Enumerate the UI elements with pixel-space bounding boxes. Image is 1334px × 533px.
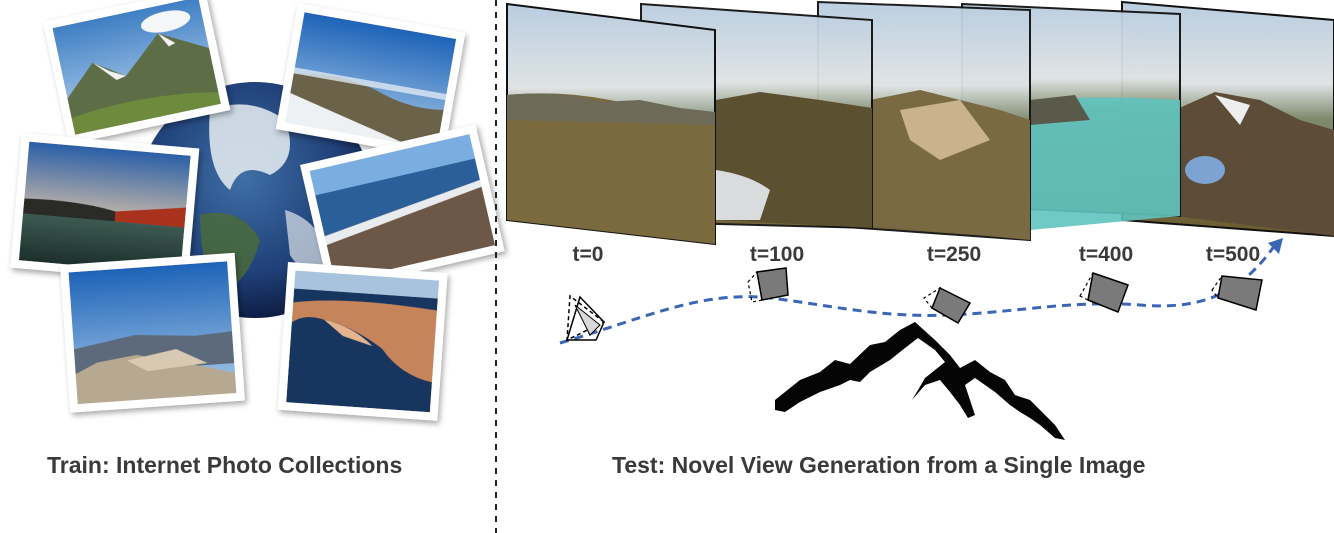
caption-test: Test: Novel View Generation from a Singl…: [612, 452, 1146, 478]
camera-frustum-icon: [1079, 272, 1129, 313]
camera-frustum-icon: [923, 286, 972, 325]
photo-desert-lake: [277, 262, 448, 421]
caption-train: Train: Internet Photo Collections: [47, 452, 403, 478]
camera-frustum-icon: [565, 294, 606, 342]
trajectory-arrowhead: [1268, 238, 1283, 254]
photo-snowy-summit: [275, 3, 466, 159]
timestep-label-t500: t=500: [1206, 243, 1260, 266]
timestep-label-t0: t=0: [573, 243, 604, 266]
timestep-label-t100: t=100: [750, 243, 804, 266]
photo-lake-dusk: [10, 133, 200, 284]
photo-alpine-valley: [43, 0, 231, 145]
frame-t0: [506, 2, 716, 246]
camera-frustum-icon: [1211, 275, 1263, 311]
photo-rock-ledge: [60, 252, 245, 413]
photo-coast-beach: [300, 124, 505, 292]
camera-frustum-icon: [747, 267, 789, 303]
mountain-silhouette-icon: [775, 322, 1065, 440]
timestep-label-t400: t=400: [1079, 243, 1133, 266]
timestep-label-t250: t=250: [927, 243, 981, 266]
